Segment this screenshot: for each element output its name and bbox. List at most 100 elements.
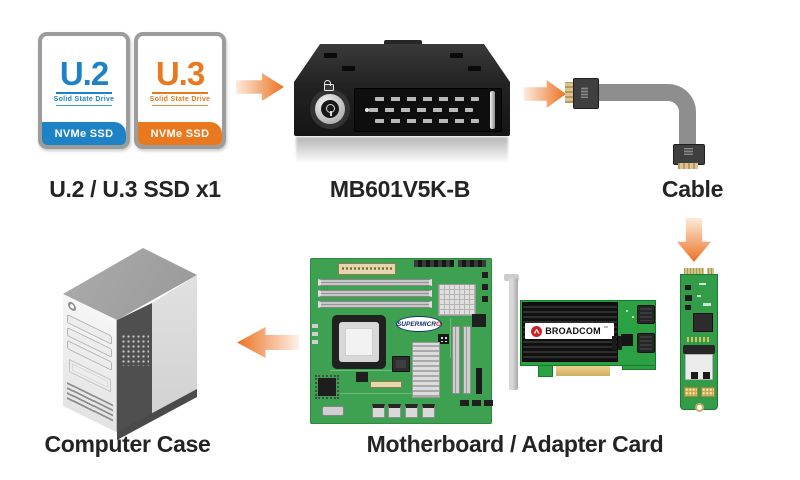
m2-key-notch [704, 268, 707, 276]
io-slot [414, 260, 454, 267]
sas-connector [637, 333, 655, 353]
arrow-right-icon [524, 80, 566, 108]
u3-rule [152, 91, 208, 94]
small-chip [482, 296, 488, 302]
connector-key [691, 372, 698, 379]
sata-port [472, 400, 481, 406]
edge-port [322, 406, 344, 416]
key-lock-ring [315, 94, 345, 124]
broadcom-text: BROADCOM [545, 326, 601, 336]
u2-subtitle-text: Solid State Drive [53, 95, 115, 103]
ssd-label: U.2 / U.3 SSD x1 [49, 176, 221, 202]
arrow-down-icon [677, 218, 711, 262]
pcie-gold-fingers [556, 366, 610, 376]
tray-handle [490, 91, 495, 129]
usb-header [372, 404, 385, 418]
supermicro-text: SUPERMICR [396, 320, 436, 328]
motherboard-adapter-label: Motherboard / Adapter Card [366, 431, 664, 457]
broadcom-adapter-card: BROADCOM ™ [504, 272, 658, 394]
silkscreen-mark [697, 295, 701, 297]
enclosure-screw-slot [450, 53, 463, 58]
south-bridge-chip [472, 314, 486, 327]
broadcom-tm: ™ [603, 325, 608, 330]
u3-rule-thin [152, 104, 208, 106]
screw-hole [632, 316, 634, 318]
adapter-slot [618, 336, 622, 350]
power-button [68, 300, 76, 313]
unlock-icon [324, 80, 334, 91]
small-chip [685, 305, 691, 310]
m2-controller-chip [693, 313, 713, 332]
computer-case-graphic [55, 242, 235, 442]
enclosure-label: MB601V5K-B [329, 176, 471, 202]
atx-power-connector [338, 263, 396, 275]
cpu-die [345, 328, 373, 356]
tray-vents [375, 119, 479, 123]
arrow-left-icon [237, 327, 299, 358]
ram-slot [318, 279, 432, 286]
adapter-chip [621, 334, 633, 346]
sata-port [460, 400, 469, 406]
u3-nvme-banner: NVMe SSD [138, 122, 222, 145]
supermicro-o: O [435, 320, 442, 328]
keyhole-stem [329, 111, 332, 116]
trace-line [450, 318, 451, 358]
computer-case-label: Computer Case [44, 431, 211, 457]
drive-tray [354, 88, 502, 132]
pcie-x1-slot [476, 368, 482, 394]
ram-slot [318, 301, 432, 308]
io-slot [458, 260, 486, 267]
screw-hole [626, 310, 628, 312]
trace-line [340, 393, 440, 394]
case-vent-holes [121, 334, 149, 366]
chipset-heatsink [438, 284, 476, 316]
pcb-step [622, 366, 656, 370]
pcb-tab [538, 366, 553, 377]
m2-gold-edge [684, 268, 714, 276]
u3-ssd-card: U.3 Solid State Drive NVMe SSD [134, 32, 226, 149]
m2-pcb [680, 274, 718, 412]
u2-banner-text: NVMe SSD [54, 127, 114, 140]
tray-vents [375, 97, 479, 101]
u2-model-text: U.2 [59, 54, 109, 92]
m2-adapter-graphic [676, 266, 720, 416]
fan-header [438, 334, 449, 344]
small-chip [685, 295, 692, 301]
cable-connector-gold-edge [565, 82, 574, 103]
usb-header [422, 404, 435, 418]
small-chip [356, 372, 368, 382]
pci-bracket [509, 278, 518, 390]
m2-connector-cap [683, 345, 715, 354]
bios-chip [315, 375, 339, 399]
pcie-slot [452, 326, 460, 394]
cable-graphic [592, 84, 696, 146]
mb601-enclosure-graphic [294, 40, 510, 164]
broadcom-label: BROADCOM ™ [525, 323, 614, 339]
u2-rule-thin [56, 104, 112, 106]
silkscreen-mark [699, 283, 706, 285]
capacitor [312, 332, 318, 336]
enclosure-screw-slot [468, 66, 481, 71]
enclosure-top-tab [384, 40, 422, 47]
vrm-heatsink [412, 342, 440, 398]
capacitor [312, 340, 318, 344]
pcie-slot [463, 326, 471, 394]
u2-nvme-banner: NVMe SSD [42, 122, 126, 145]
u2-ssd-card: U.2 Solid State Drive NVMe SSD [38, 32, 130, 149]
enclosure-screw-slot [324, 53, 337, 58]
adapter-slot [612, 336, 616, 350]
key-lock [310, 89, 350, 129]
small-chip [482, 284, 488, 290]
cable-connector-label [684, 148, 693, 155]
small-chip [482, 272, 488, 278]
small-chip [685, 285, 691, 290]
u3-banner-text: NVMe SSD [150, 127, 210, 140]
usb-header [405, 404, 418, 418]
cable-connector-gold-edge [678, 163, 698, 169]
u3-ssd-face: U.3 Solid State Drive [138, 36, 222, 122]
sata-port [484, 400, 493, 406]
ram-slot [318, 290, 432, 297]
cpu-socket [332, 315, 386, 369]
